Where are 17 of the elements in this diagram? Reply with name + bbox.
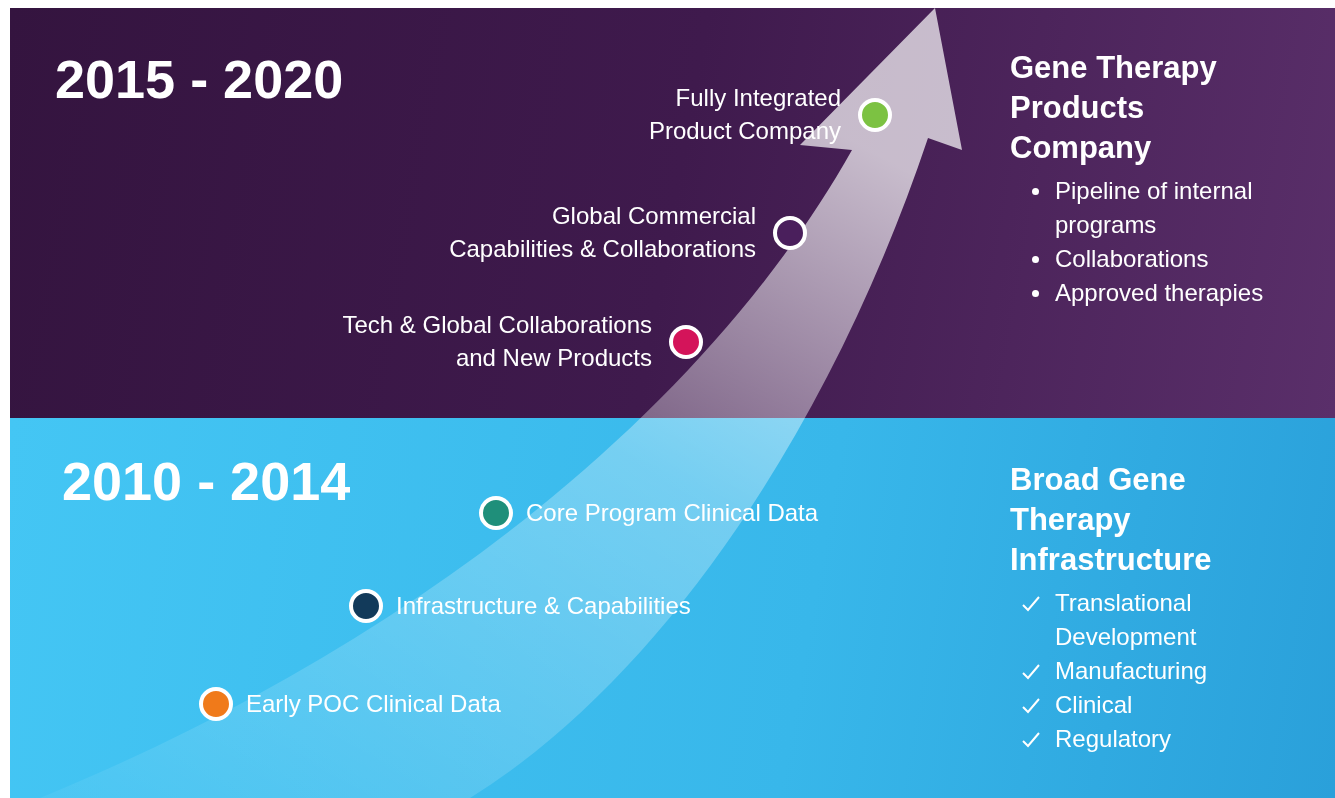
list-item-text: Approved therapies xyxy=(1055,279,1264,306)
milestone-label: Early POC Clinical Data xyxy=(246,689,501,719)
list-item-text: Pipeline of internal programs xyxy=(1055,177,1253,238)
period-title: 2010 - 2014 xyxy=(62,450,351,512)
stage-heading: Broad Gene Therapy Infrastructure xyxy=(1010,461,1213,579)
milestone-label: Global Commercial Capabilities & Collaborations xyxy=(448,201,756,264)
list-item-text: Regulatory xyxy=(1055,725,1172,752)
period-title: 2015 - 2020 xyxy=(55,48,344,110)
list-item-text: Manufacturing xyxy=(1055,657,1208,684)
list-item-text: Collaborations xyxy=(1055,245,1209,272)
milestone-label: Core Program Clinical Data xyxy=(526,498,819,528)
stage-heading: Gene Therapy Products Company xyxy=(1010,49,1218,167)
list-item-text: Translational Development xyxy=(1055,589,1197,650)
milestone-label: Tech & Global Collaborations and New Products xyxy=(341,310,652,373)
period-band xyxy=(10,8,1335,418)
list-item-text: Clinical xyxy=(1055,691,1133,718)
milestone-label: Infrastructure & Capabilities xyxy=(396,591,691,621)
